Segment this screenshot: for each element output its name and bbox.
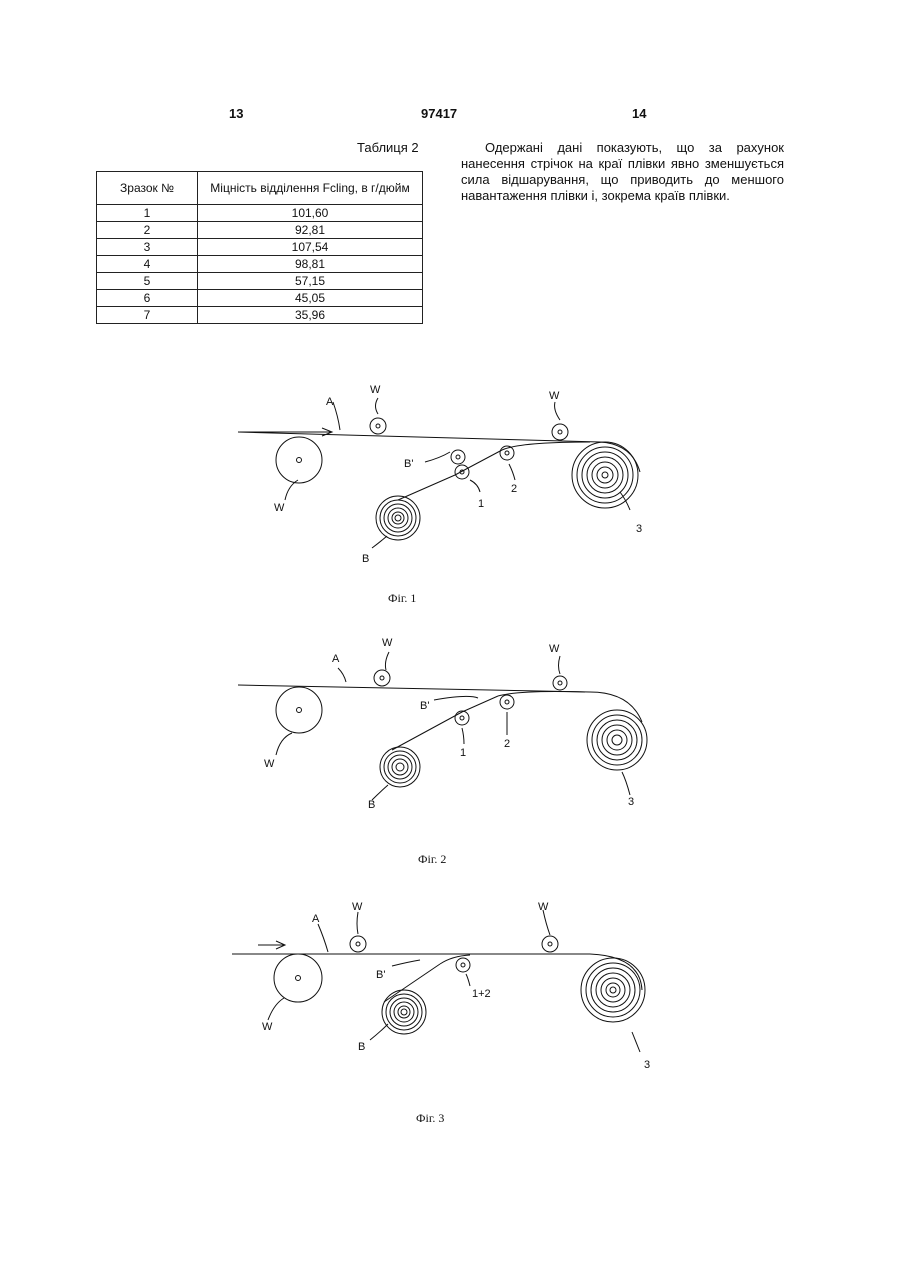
- cell-value: 45,05: [198, 290, 423, 307]
- figure-3: W A W B' W 1+2 B 3 Фіг. 3: [0, 890, 901, 1130]
- wind-roller-left: [276, 687, 322, 733]
- figure-2: W A W B' W 1 2 B 3 Фіг. 2: [0, 630, 901, 870]
- label-2: 2: [511, 483, 517, 495]
- label-b: B: [362, 553, 369, 565]
- label-1: 1: [460, 747, 466, 759]
- guide-roller-w1: [350, 936, 366, 952]
- label-b: B: [368, 799, 375, 811]
- figure-caption: Фіг. 1: [388, 591, 416, 605]
- label-b-prime: B': [404, 458, 413, 470]
- guide-roller-w2: [553, 676, 567, 690]
- cell-sample: 4: [97, 256, 198, 273]
- label-w-top1: W: [382, 637, 393, 649]
- label-a: A: [312, 913, 320, 925]
- body-text: Одержані дані показують, що за рахунок н…: [461, 140, 784, 204]
- table-row: 557,15: [97, 273, 423, 290]
- cell-sample: 3: [97, 239, 198, 256]
- roller-1b: [455, 465, 469, 479]
- table-header-row: Зразок № Міцність відділення Fcling, в г…: [97, 172, 423, 205]
- label-w-top2: W: [549, 643, 560, 655]
- label-w-left: W: [264, 758, 275, 770]
- roller-1: [455, 711, 469, 725]
- label-3: 3: [628, 796, 634, 808]
- table-row: 645,05: [97, 290, 423, 307]
- table-row: 1101,60: [97, 205, 423, 222]
- cell-sample: 5: [97, 273, 198, 290]
- cell-sample: 7: [97, 307, 198, 324]
- data-table: Зразок № Міцність відділення Fcling, в г…: [96, 171, 423, 324]
- guide-roller-w1: [370, 418, 386, 434]
- label-w-top2: W: [549, 390, 560, 402]
- label-w-top1: W: [352, 901, 363, 913]
- label-3: 3: [644, 1059, 650, 1071]
- patent-number: 97417: [421, 106, 457, 121]
- wind-roller-left: [276, 437, 322, 483]
- label-w-left: W: [262, 1021, 273, 1033]
- figure-caption: Фіг. 3: [416, 1111, 444, 1125]
- tape-roll-b: [382, 990, 426, 1034]
- label-1: 1: [478, 498, 484, 510]
- label-2: 2: [504, 738, 510, 750]
- table-row: 3107,54: [97, 239, 423, 256]
- label-b-prime: B': [420, 700, 429, 712]
- table-caption: Таблиця 2: [357, 140, 419, 155]
- cell-sample: 2: [97, 222, 198, 239]
- table-row: 292,81: [97, 222, 423, 239]
- cell-value: 92,81: [198, 222, 423, 239]
- label-a: A: [326, 396, 334, 408]
- figure-caption: Фіг. 2: [418, 852, 446, 866]
- tape-roll-b: [376, 496, 420, 540]
- label-w-top1: W: [370, 384, 381, 396]
- roller-2: [500, 695, 514, 709]
- cell-value: 98,81: [198, 256, 423, 273]
- cell-value: 35,96: [198, 307, 423, 324]
- table-row: 735,96: [97, 307, 423, 324]
- label-b-prime: B': [376, 969, 385, 981]
- label-1-2: 1+2: [472, 988, 491, 1000]
- cell-value: 101,60: [198, 205, 423, 222]
- cell-value: 57,15: [198, 273, 423, 290]
- tape-roll-b: [380, 747, 420, 787]
- label-3: 3: [636, 523, 642, 535]
- wind-roller-left: [274, 954, 322, 1002]
- label-b: B: [358, 1041, 365, 1053]
- guide-roller-w2: [552, 424, 568, 440]
- guide-roller-w2: [542, 936, 558, 952]
- take-up-roll-3: [587, 710, 647, 770]
- column-header-sample: Зразок №: [97, 172, 198, 205]
- roller-1a: [451, 450, 465, 464]
- label-w-left: W: [274, 502, 285, 514]
- page-number-right: 14: [632, 106, 646, 121]
- label-w-top2: W: [538, 901, 549, 913]
- cell-sample: 1: [97, 205, 198, 222]
- table-row: 498,81: [97, 256, 423, 273]
- cell-value: 107,54: [198, 239, 423, 256]
- label-a: A: [332, 653, 340, 665]
- roller-1-2: [456, 958, 470, 972]
- column-header-strength: Міцність відділення Fcling, в г/дюйм: [198, 172, 423, 205]
- cell-sample: 6: [97, 290, 198, 307]
- figure-1: W A W B' W 1 2 B 3 Фіг. 1: [0, 380, 901, 610]
- guide-roller-w1: [374, 670, 390, 686]
- page-number-left: 13: [229, 106, 243, 121]
